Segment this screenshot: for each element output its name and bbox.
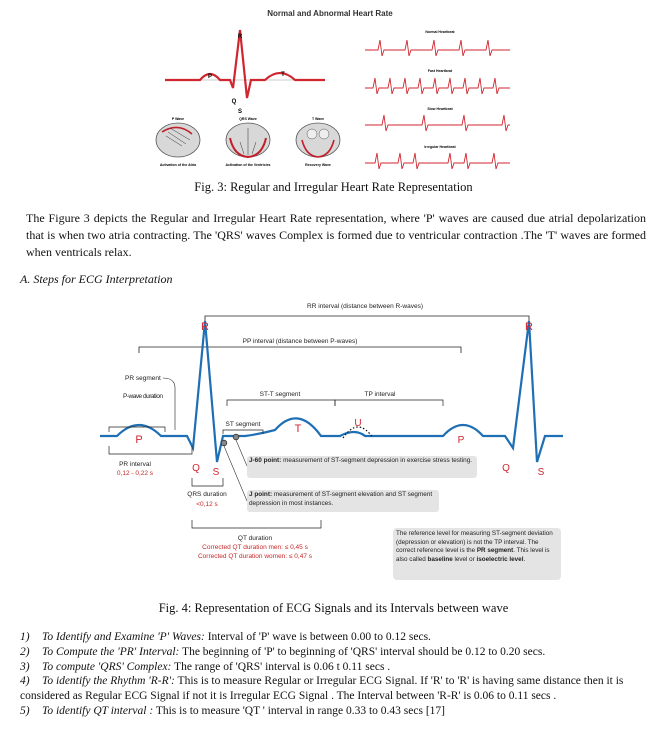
heart-t-wave: T Wave Recovery Wave: [295, 117, 341, 167]
q-label-left: Q: [192, 463, 200, 474]
fig3-r-label: R: [238, 34, 243, 40]
q-label-right: Q: [502, 463, 510, 474]
j-point-marker: [220, 439, 228, 447]
j60-point-box: J-60 point: measurement of ST-segment de…: [247, 456, 477, 478]
list-item: 4) To identify the Rhythm 'R-R': This is…: [20, 675, 624, 688]
pp-interval-bracket: PP interval (distance between P-waves): [138, 338, 462, 353]
list-item: 3) To compute 'QRS' Complex: The range o…: [20, 660, 391, 673]
p-wave-duration-annotation: P-wave duration: [108, 393, 166, 432]
figure-4-ecg-intervals: RR interval (distance between R-waves) P…: [100, 303, 563, 580]
svg-text:Activation of the Atria: Activation of the Atria: [160, 163, 196, 167]
qt-duration-annotation: QT duration Corrected QT duration men: ≤…: [191, 520, 322, 560]
s-label-left: S: [213, 467, 220, 478]
p-label-left: P: [135, 434, 142, 446]
pr-interval-annotation: PR interval 0,12 - 0,22 s: [108, 446, 193, 477]
fig3-s-label: S: [238, 109, 242, 115]
svg-text:Activation of the Ventricles: Activation of the Ventricles: [226, 163, 271, 167]
heart-diagrams: P Wave Activation of the Atria QRS Wave …: [155, 117, 341, 167]
figure-3-heart-rate: Normal and Abnormal Heart Rate R P T Q S…: [155, 9, 510, 170]
svg-text:PR segment: PR segment: [125, 375, 161, 382]
list-item: 2) To Compute the 'PR' Interval: The beg…: [20, 645, 546, 658]
strip-label-normal: Normal Heartbeat: [425, 30, 455, 34]
strip-label-fast: Fast Heartbeat: [428, 69, 453, 73]
svg-text:ST segment: ST segment: [226, 421, 261, 428]
u-wave-dotted: [342, 426, 374, 439]
figure-3-caption: Fig. 3: Regular and Irregular Heart Rate…: [194, 180, 473, 194]
j-point-box: J point: measurement of ST-segment eleva…: [247, 490, 439, 512]
strip-label-slow: Slow Heartbeat: [427, 107, 453, 111]
svg-text:QRS Wave: QRS Wave: [239, 117, 257, 121]
svg-text:Corrected QT duration men: ≤ 0: Corrected QT duration men: ≤ 0,45 s: [202, 544, 308, 551]
strip-normal: [365, 39, 510, 57]
u-label: U: [354, 418, 361, 429]
svg-text:PR interval: PR interval: [119, 461, 151, 468]
fig3-title: Normal and Abnormal Heart Rate: [267, 9, 393, 18]
strip-fast: [365, 77, 510, 95]
svg-text:0,12 - 0,22 s: 0,12 - 0,22 s: [117, 470, 154, 477]
svg-text:ST-T segment: ST-T segment: [260, 391, 301, 398]
s-label-right: S: [538, 467, 545, 478]
r-label-right: R: [525, 321, 533, 333]
strip-label-irregular: Irregular Heartbeat: [424, 145, 456, 149]
rhythm-strips: Normal Heartbeat Fast Heartbeat Slow Hea…: [365, 30, 510, 170]
j60-point-marker: [232, 433, 240, 441]
svg-text:P-wave duration: P-wave duration: [123, 393, 163, 400]
strip-irregular: [365, 152, 510, 170]
p-label-right: P: [458, 435, 465, 446]
svg-text:Recovery Wave: Recovery Wave: [305, 163, 331, 167]
t-label: T: [295, 423, 302, 435]
fig3-t-label: T: [281, 72, 285, 78]
svg-text:P Wave: P Wave: [172, 117, 184, 121]
steps-list: 1) To Identify and Examine 'P' Waves: In…: [20, 630, 660, 719]
svg-text:PP interval (distance between: PP interval (distance between P-waves): [243, 338, 358, 345]
qrs-duration-annotation: QRS duration <0,12 s: [187, 478, 227, 508]
st-segment-bracket: ST segment: [222, 421, 264, 434]
body-paragraph: The Figure 3 depicts the Regular and Irr…: [26, 211, 646, 259]
heart-qrs-wave: QRS Wave Activation of the Ventricles: [226, 117, 271, 167]
heart-p-wave: P Wave Activation of the Atria: [155, 117, 201, 167]
svg-text:<0,12 s: <0,12 s: [196, 501, 218, 508]
st-t-segment-bracket: ST-T segment: [226, 391, 336, 406]
svg-text:QRS duration: QRS duration: [187, 491, 227, 498]
fig3-p-label: P: [208, 74, 212, 80]
reference-level-note: The reference level for measuring ST-seg…: [393, 528, 561, 580]
list-item-continuation: considered as Regular ECG Signal if not …: [20, 690, 557, 703]
list-item: 5) To identify QT interval : This is to …: [20, 704, 445, 717]
svg-text:TP interval: TP interval: [365, 391, 397, 398]
figure-4-caption: Fig. 4: Representation of ECG Signals an…: [158, 601, 509, 615]
r-label-left: R: [201, 321, 209, 333]
fig3-q-label: Q: [232, 99, 237, 105]
rr-interval-bracket: RR interval (distance between R-waves): [204, 303, 530, 322]
strip-slow: [365, 114, 510, 132]
svg-text:T Wave: T Wave: [312, 117, 324, 121]
svg-text:QT duration: QT duration: [238, 535, 273, 542]
big-ecg-waveform: [165, 29, 325, 99]
section-heading: A. Steps for ECG Interpretation: [20, 272, 173, 286]
svg-text:RR interval (distance between: RR interval (distance between R-waves): [307, 303, 423, 310]
tp-interval-bracket: TP interval: [334, 391, 444, 406]
svg-text:Corrected QT duration women: ≤: Corrected QT duration women: ≤ 0,47 s: [198, 553, 313, 560]
ecg-trace: [100, 320, 563, 463]
list-item: 1) To Identify and Examine 'P' Waves: In…: [20, 631, 431, 643]
pr-segment-annotation: PR segment: [125, 375, 176, 430]
